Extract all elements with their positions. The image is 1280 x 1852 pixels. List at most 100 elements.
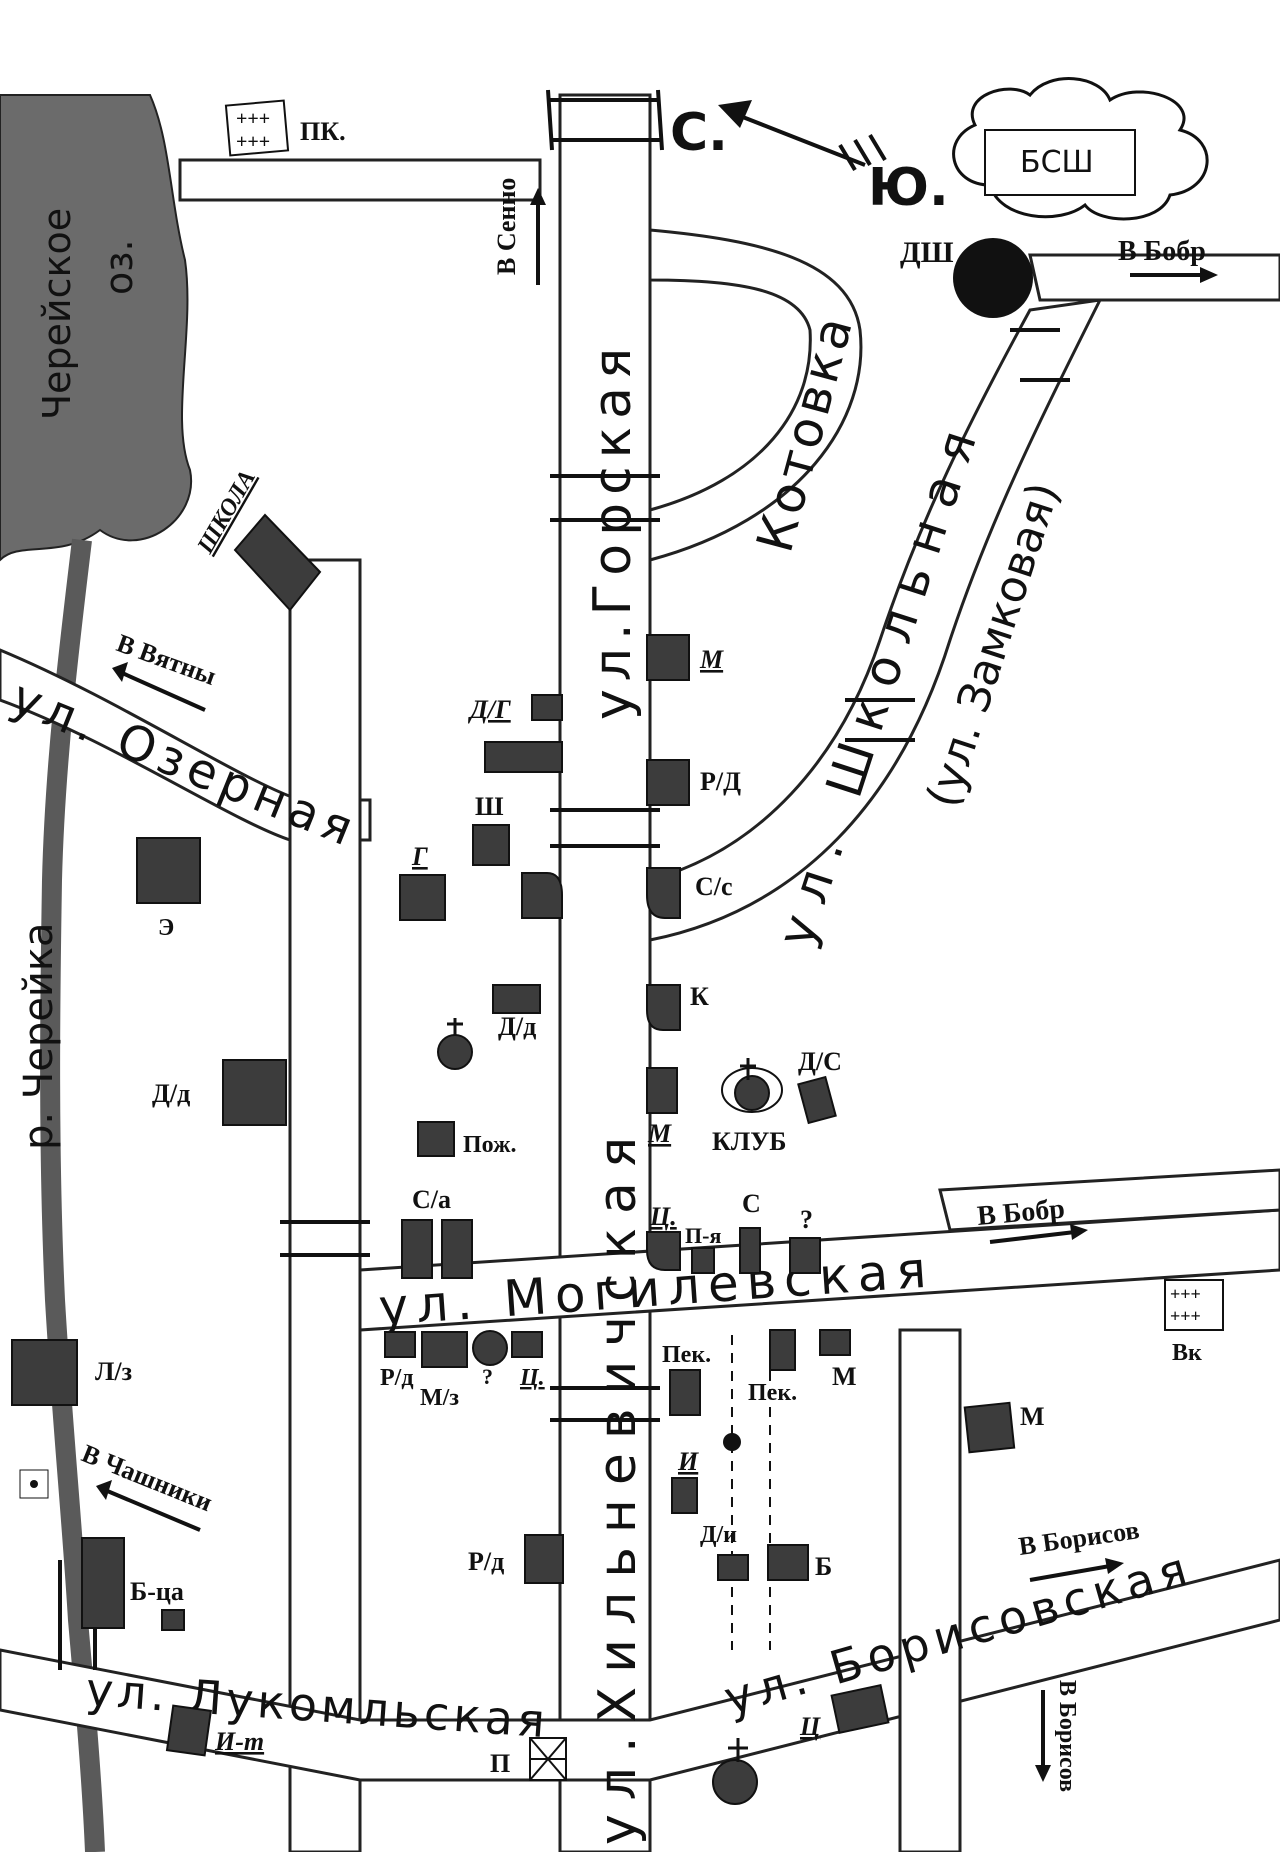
label-mz: М/з bbox=[420, 1385, 459, 1411]
svg-text:В Чашники: В Чашники bbox=[78, 1439, 217, 1518]
building-di bbox=[717, 1554, 749, 1581]
dir-bobr-mid: В Бобр bbox=[976, 1193, 1088, 1244]
label-rd1: Р/Д bbox=[700, 767, 741, 796]
bssh-cloud: БСШ bbox=[952, 77, 1209, 221]
building-dd1 bbox=[222, 1059, 287, 1126]
road-right-vertical bbox=[898, 1328, 962, 1852]
label-pozh: Пож. bbox=[463, 1132, 516, 1158]
dir-chashniki: В Чашники bbox=[78, 1439, 217, 1532]
building-c1 bbox=[646, 1231, 681, 1271]
building-pya bbox=[691, 1247, 715, 1274]
building-long bbox=[484, 741, 563, 773]
building-pek2 bbox=[769, 1329, 796, 1371]
building-sa-2 bbox=[441, 1219, 473, 1279]
building-it bbox=[165, 1704, 213, 1757]
svg-text:оз.: оз. bbox=[97, 239, 141, 295]
road-lukomlskaya bbox=[0, 1558, 1280, 1782]
building-s bbox=[739, 1227, 761, 1274]
building-round bbox=[472, 1330, 508, 1366]
pk-cemetery: +++ +++ ПК. bbox=[224, 99, 346, 157]
building-pek1 bbox=[669, 1369, 701, 1416]
lake-label: Черейское оз. bbox=[35, 208, 141, 420]
building-q1 bbox=[789, 1237, 821, 1274]
building-g bbox=[399, 874, 446, 921]
label-bca: Б-ца bbox=[130, 1577, 184, 1606]
road-gorskaya bbox=[558, 93, 652, 1852]
river-label: р. Черейка bbox=[16, 922, 62, 1150]
road-ozernaya bbox=[0, 648, 372, 842]
label-dd2: Д/д bbox=[498, 1012, 536, 1041]
svg-text:Ю.: Ю. bbox=[868, 158, 949, 218]
building-corner-left bbox=[521, 872, 563, 919]
label-it: И-т bbox=[214, 1727, 264, 1756]
church-marker-2 bbox=[712, 1738, 758, 1805]
svg-text:БСШ: БСШ bbox=[1020, 145, 1094, 180]
svg-text:+++: +++ bbox=[236, 108, 270, 130]
klub-marker bbox=[721, 1058, 783, 1113]
street-kotovka: Котовка bbox=[746, 307, 865, 558]
svg-text:В Бобр: В Бобр bbox=[976, 1193, 1066, 1232]
building-bca-small bbox=[161, 1609, 185, 1631]
label-m4: М bbox=[1020, 1402, 1045, 1431]
building-c2 bbox=[511, 1331, 543, 1358]
label-klub: КЛУБ bbox=[712, 1127, 787, 1156]
road-bobr-top bbox=[1028, 253, 1280, 302]
building-e bbox=[136, 837, 201, 904]
building-dg bbox=[531, 694, 563, 721]
building-ds bbox=[797, 1075, 837, 1125]
building-p bbox=[529, 1737, 567, 1781]
svg-text:В Сенно: В Сенно bbox=[492, 178, 521, 275]
label-pya: П-я bbox=[685, 1223, 721, 1248]
label-lz: Л/з bbox=[95, 1357, 132, 1386]
label-dg: Д/Г bbox=[468, 695, 511, 724]
label-e: Э bbox=[158, 915, 174, 941]
svg-text:ПК.: ПК. bbox=[300, 117, 346, 146]
vk-cemetery: +++ +++ Вк bbox=[1164, 1279, 1224, 1366]
label-sh: Ш bbox=[475, 792, 504, 821]
school-building bbox=[233, 513, 322, 612]
building-m3 bbox=[819, 1329, 851, 1356]
building-lz bbox=[11, 1339, 78, 1406]
label-c2: Ц. bbox=[519, 1365, 545, 1391]
building-m1 bbox=[646, 634, 690, 681]
label-q2: ? bbox=[482, 1364, 493, 1389]
svg-text:+++: +++ bbox=[1170, 1306, 1201, 1326]
dir-vyatny: В Вятны bbox=[112, 628, 220, 712]
label-c3: Ц bbox=[799, 1712, 821, 1741]
street-khilnevichskaya: ул.Хильневичская bbox=[588, 1123, 648, 1845]
building-m2 bbox=[646, 1067, 678, 1114]
label-m3: М bbox=[832, 1362, 857, 1391]
compass: С. Ю. bbox=[670, 100, 949, 218]
road-shkolnaya bbox=[648, 298, 1103, 942]
svg-text:В Борисов: В Борисов bbox=[1054, 1680, 1080, 1792]
building-c3 bbox=[830, 1684, 890, 1734]
label-ds: Д/С bbox=[798, 1047, 842, 1076]
dsh-marker bbox=[953, 238, 1033, 318]
dir-senno: В Сенно bbox=[492, 178, 546, 285]
road-kotovka bbox=[648, 228, 863, 562]
road-bobr-mid bbox=[938, 1168, 1280, 1232]
dot-marker bbox=[723, 1433, 741, 1451]
label-p: П bbox=[490, 1749, 510, 1778]
road-top bbox=[178, 158, 542, 202]
building-rd3 bbox=[524, 1534, 564, 1584]
label-c1: Ц. bbox=[649, 1202, 677, 1231]
building-b bbox=[767, 1544, 809, 1581]
label-di: Д/и bbox=[700, 1522, 737, 1548]
label-rd3: Р/д bbox=[468, 1547, 504, 1576]
label-dd1: Д/д bbox=[152, 1079, 190, 1108]
building-m4 bbox=[963, 1401, 1016, 1454]
label-s: С bbox=[742, 1189, 761, 1218]
building-rd1 bbox=[646, 759, 690, 806]
street-gorskaya: ул.Горская bbox=[583, 340, 643, 720]
label-g: Г bbox=[411, 842, 428, 871]
label-m1: М bbox=[699, 645, 724, 674]
svg-text:В Бобр: В Бобр bbox=[1118, 236, 1206, 267]
svg-text:В Вятны: В Вятны bbox=[113, 628, 220, 691]
label-m2: М bbox=[647, 1119, 672, 1148]
building-bca bbox=[81, 1537, 125, 1629]
label-sa: С/а bbox=[412, 1185, 451, 1214]
svg-text:С.: С. bbox=[670, 103, 728, 163]
road-left-vertical bbox=[288, 558, 362, 1852]
label-b: Б bbox=[815, 1552, 832, 1581]
